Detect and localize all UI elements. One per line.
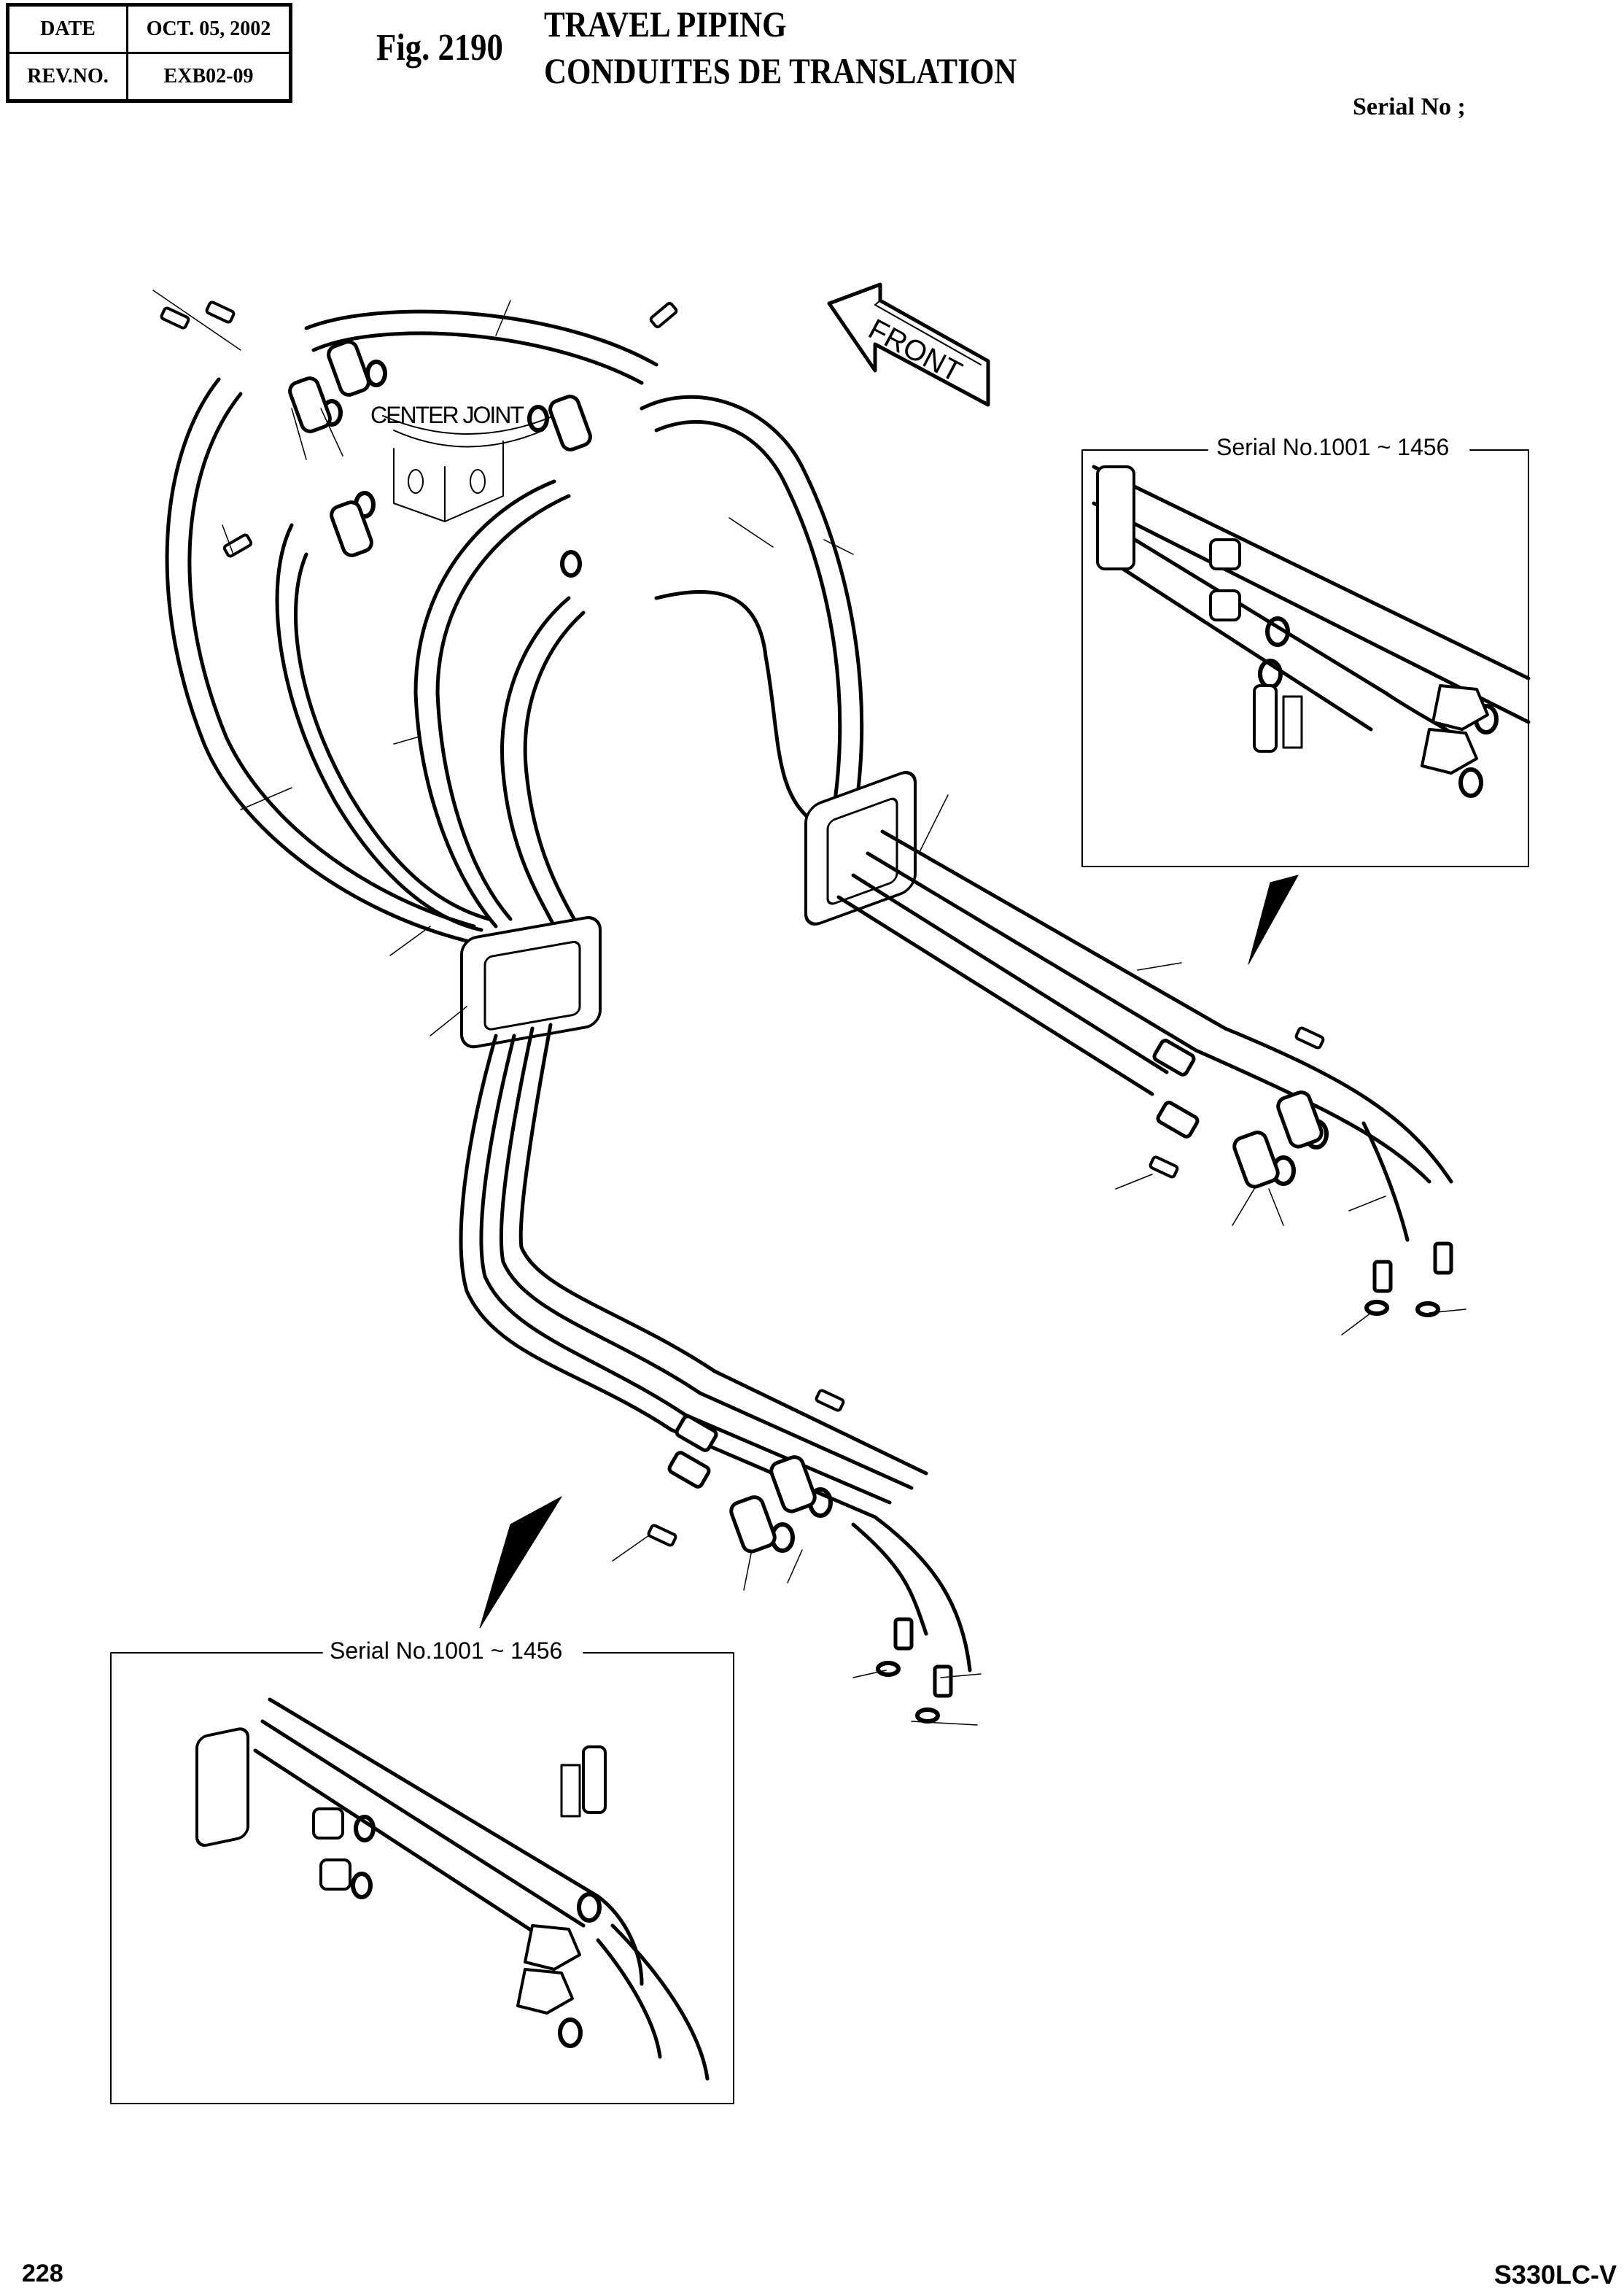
page-number: 228 (22, 2260, 63, 2287)
figure-number: Fig. 2190 (376, 27, 503, 69)
split-flanges (288, 340, 1324, 1554)
detail-pointer-right-icon (1248, 875, 1299, 965)
bolts (160, 301, 1325, 1547)
leader-lines (152, 290, 1466, 1726)
hose-fittings (667, 1039, 1453, 1698)
hose-bundle-right (836, 829, 1453, 1242)
date-value: OCT. 05, 2002 (126, 4, 292, 54)
serial-no-label: Serial No ; (1353, 93, 1466, 120)
title-french: CONDUITES DE TRANSLATION (544, 50, 1017, 91)
detail-pointer-bottom-icon (479, 1496, 562, 1629)
rev-value: EXB02-09 (126, 52, 292, 102)
revision-table: DATE OCT. 05, 2002 REV.NO. EXB02-09 (6, 3, 292, 103)
title-english: TRAVEL PIPING (544, 4, 787, 44)
inset-bottom-serial-label: Serial No.1001 ~ 1456 (330, 1637, 562, 1664)
date-label: DATE (7, 4, 128, 54)
inset-detail-bottom: Serial No.1001 ~ 1456 (110, 1637, 734, 2104)
inset-detail-right: Serial No.1001 ~ 1456 (1081, 434, 1531, 867)
hose-clamp-right (804, 771, 917, 926)
o-rings (321, 360, 1499, 2048)
hose-assembly-left (165, 309, 864, 943)
inset-right-serial-label: Serial No.1001 ~ 1456 (1216, 434, 1449, 460)
center-joint-label: CENTER JOINT (370, 402, 524, 428)
front-arrow-icon: FRONT (827, 282, 990, 407)
hose-bundle-middle (459, 1023, 972, 1672)
rev-label: REV.NO. (7, 52, 128, 102)
center-joint-block: CENTER JOINT (370, 402, 555, 522)
model-number: S330LC-V (1493, 2260, 1617, 2290)
